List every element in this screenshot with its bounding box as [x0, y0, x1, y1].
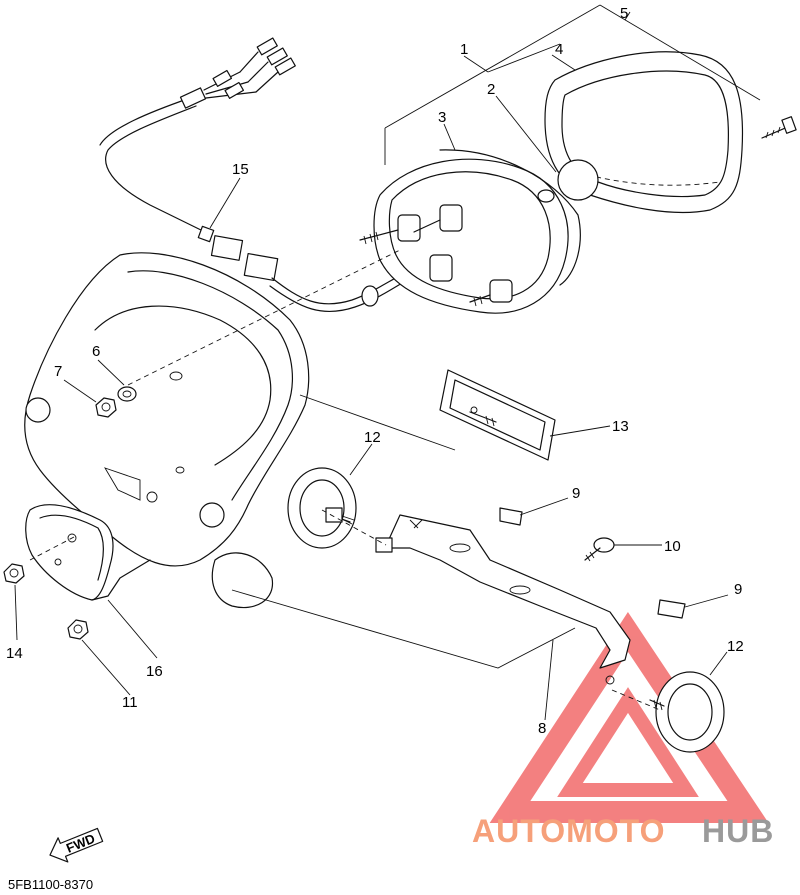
- fwd-label: FWD: [64, 831, 97, 856]
- bracket-line-5: [384, 4, 761, 165]
- callout-14: 14: [6, 645, 23, 662]
- watermark-text-part1: AUTOMOTO: [472, 813, 665, 849]
- callout-6: 6: [92, 343, 100, 360]
- drawing-code: 5FB1100-8370: [8, 877, 93, 892]
- callout-5: 5: [620, 5, 628, 22]
- callout-10: 10: [664, 538, 681, 555]
- callout-11: 11: [122, 694, 138, 711]
- license-light-13: [439, 369, 556, 461]
- callout-1: 1: [460, 41, 468, 58]
- callout-2: 2: [487, 81, 495, 98]
- callout-9a: 9: [572, 485, 580, 502]
- nut-11: [67, 619, 89, 640]
- nut-14: [3, 563, 25, 584]
- leader-lines: [14, 11, 729, 721]
- fender-mount-plate-16: [25, 504, 151, 601]
- bolt-10: [584, 537, 615, 562]
- tape-pad-9a: [499, 507, 523, 526]
- reflector-bracket-8: [375, 514, 631, 685]
- callout-4: 4: [555, 41, 563, 58]
- callout-8: 8: [538, 720, 546, 737]
- callout-3: 3: [438, 109, 446, 126]
- watermark-text: AUTOMOTO HUB: [472, 813, 774, 849]
- assembly-lines: [29, 249, 661, 711]
- callout-15: 15: [232, 161, 249, 178]
- forward-direction-arrow: FWD: [49, 827, 104, 863]
- rear-fender: [24, 252, 310, 609]
- taillight-housing-1: [359, 149, 599, 314]
- callout-12b: 12: [727, 638, 744, 655]
- wire-harness: [99, 37, 433, 313]
- nut-7: [95, 397, 117, 418]
- callout-13: 13: [612, 418, 629, 435]
- callout-labels: 1 2 3 4 5 6 7 8 9 9 10 11 12 12 13 14 15…: [6, 5, 744, 737]
- washer-6: [117, 386, 137, 402]
- tape-pad-9b: [657, 599, 686, 619]
- callout-12a: 12: [364, 429, 381, 446]
- watermark-text-part2: HUB: [702, 813, 774, 849]
- reflector-12-left: [287, 467, 357, 549]
- reflector-12-right: [649, 671, 725, 753]
- callout-9b: 9: [734, 581, 742, 598]
- screw: [761, 116, 797, 139]
- callout-16: 16: [146, 663, 163, 680]
- callout-7: 7: [54, 363, 62, 380]
